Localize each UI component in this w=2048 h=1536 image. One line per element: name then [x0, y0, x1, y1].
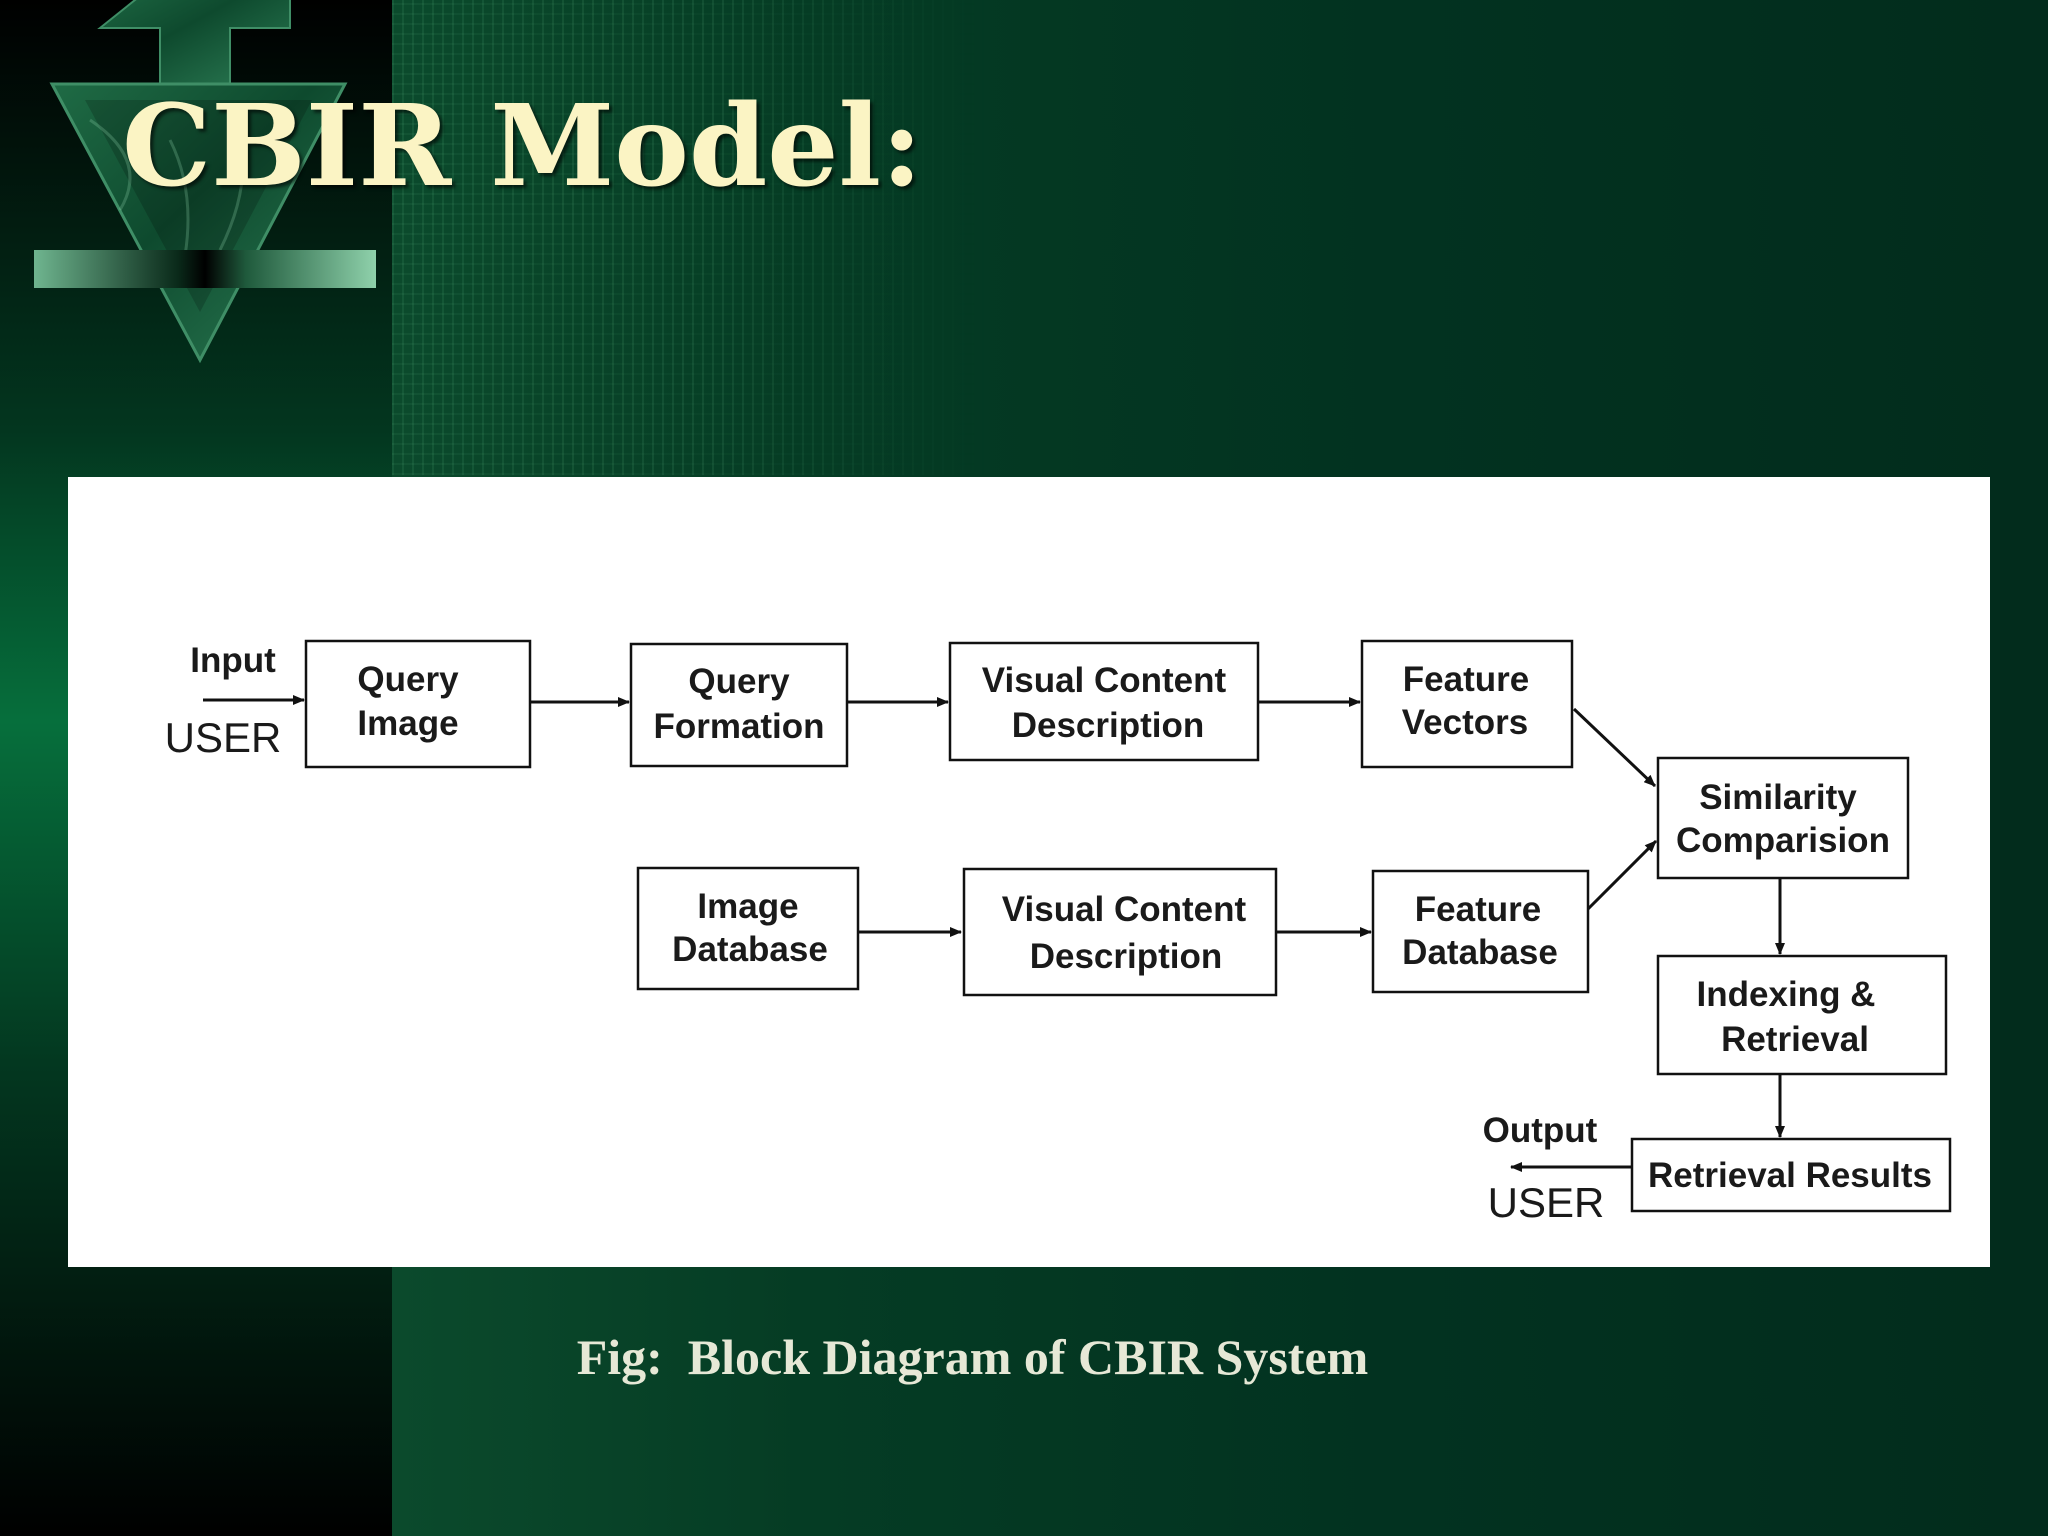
block-query-formation-line2: Formation — [653, 707, 824, 746]
block-feature-database-line1: Feature — [1415, 890, 1541, 929]
block-feature-vectors: Feature Vectors — [1360, 639, 1574, 769]
block-visual-content-description-top: Visual Content Description — [948, 641, 1260, 762]
block-visual-content-description-bottom: Visual Content Description — [962, 867, 1278, 997]
block-retrieval-results-label: Retrieval Results — [1648, 1156, 1932, 1195]
input-label: Input — [190, 641, 276, 680]
block-indexing-line1: Indexing & — [1697, 975, 1876, 1014]
block-query-image-line2: Image — [357, 704, 458, 743]
block-feature-database-line2: Database — [1402, 933, 1558, 972]
block-similarity-comparision: Similarity Comparision — [1656, 756, 1910, 880]
input-user-label: USER — [165, 714, 282, 761]
block-feature-vectors-line1: Feature — [1403, 660, 1529, 699]
block-image-database-line1: Image — [697, 887, 798, 926]
block-indexing-line2: Retrieval — [1721, 1020, 1869, 1059]
block-feature-database: Feature Database — [1371, 869, 1590, 994]
logo-triangle — [49, 82, 348, 364]
block-query-image-line1: Query — [357, 660, 459, 699]
output-user-label: USER — [1488, 1179, 1605, 1226]
diagram-panel: Query Image Query Formation Visual Conte… — [68, 477, 1990, 1267]
cbir-block-diagram: Query Image Query Formation Visual Conte… — [165, 639, 1952, 1226]
block-image-database: Image Database — [636, 866, 860, 991]
logo-bar — [34, 250, 376, 288]
block-query-formation-line1: Query — [688, 662, 790, 701]
arrow-feature-db-to-similarity — [1586, 839, 1658, 911]
block-visual-content-bottom-line2: Description — [1030, 937, 1223, 976]
block-feature-vectors-line2: Vectors — [1402, 703, 1528, 742]
green-marble-arrow-logo-icon — [34, 0, 376, 364]
block-indexing-retrieval: Indexing & Retrieval — [1656, 954, 1948, 1076]
block-query-formation: Query Formation — [629, 642, 849, 768]
block-query-image: Query Image — [304, 639, 532, 769]
block-image-database-line2: Database — [672, 930, 828, 969]
block-visual-content-top-line1: Visual Content — [982, 661, 1227, 700]
logo-up-arrow — [97, 0, 291, 85]
block-retrieval-results: Retrieval Results — [1630, 1137, 1952, 1213]
arrow-feature-vectors-to-similarity — [1572, 707, 1657, 788]
slide-title: CBIR Model: — [122, 81, 923, 212]
output-label: Output — [1483, 1111, 1598, 1150]
block-visual-content-top-line2: Description — [1012, 706, 1205, 745]
decorative-stripes — [392, 0, 992, 475]
decorative-stripes-horizontal — [392, 0, 992, 475]
block-visual-content-bottom-line1: Visual Content — [1002, 890, 1247, 929]
figure-caption: Fig: Block Diagram of CBIR System — [576, 1329, 1369, 1385]
block-similarity-line1: Similarity — [1699, 778, 1857, 817]
block-similarity-line2: Comparision — [1676, 821, 1890, 860]
